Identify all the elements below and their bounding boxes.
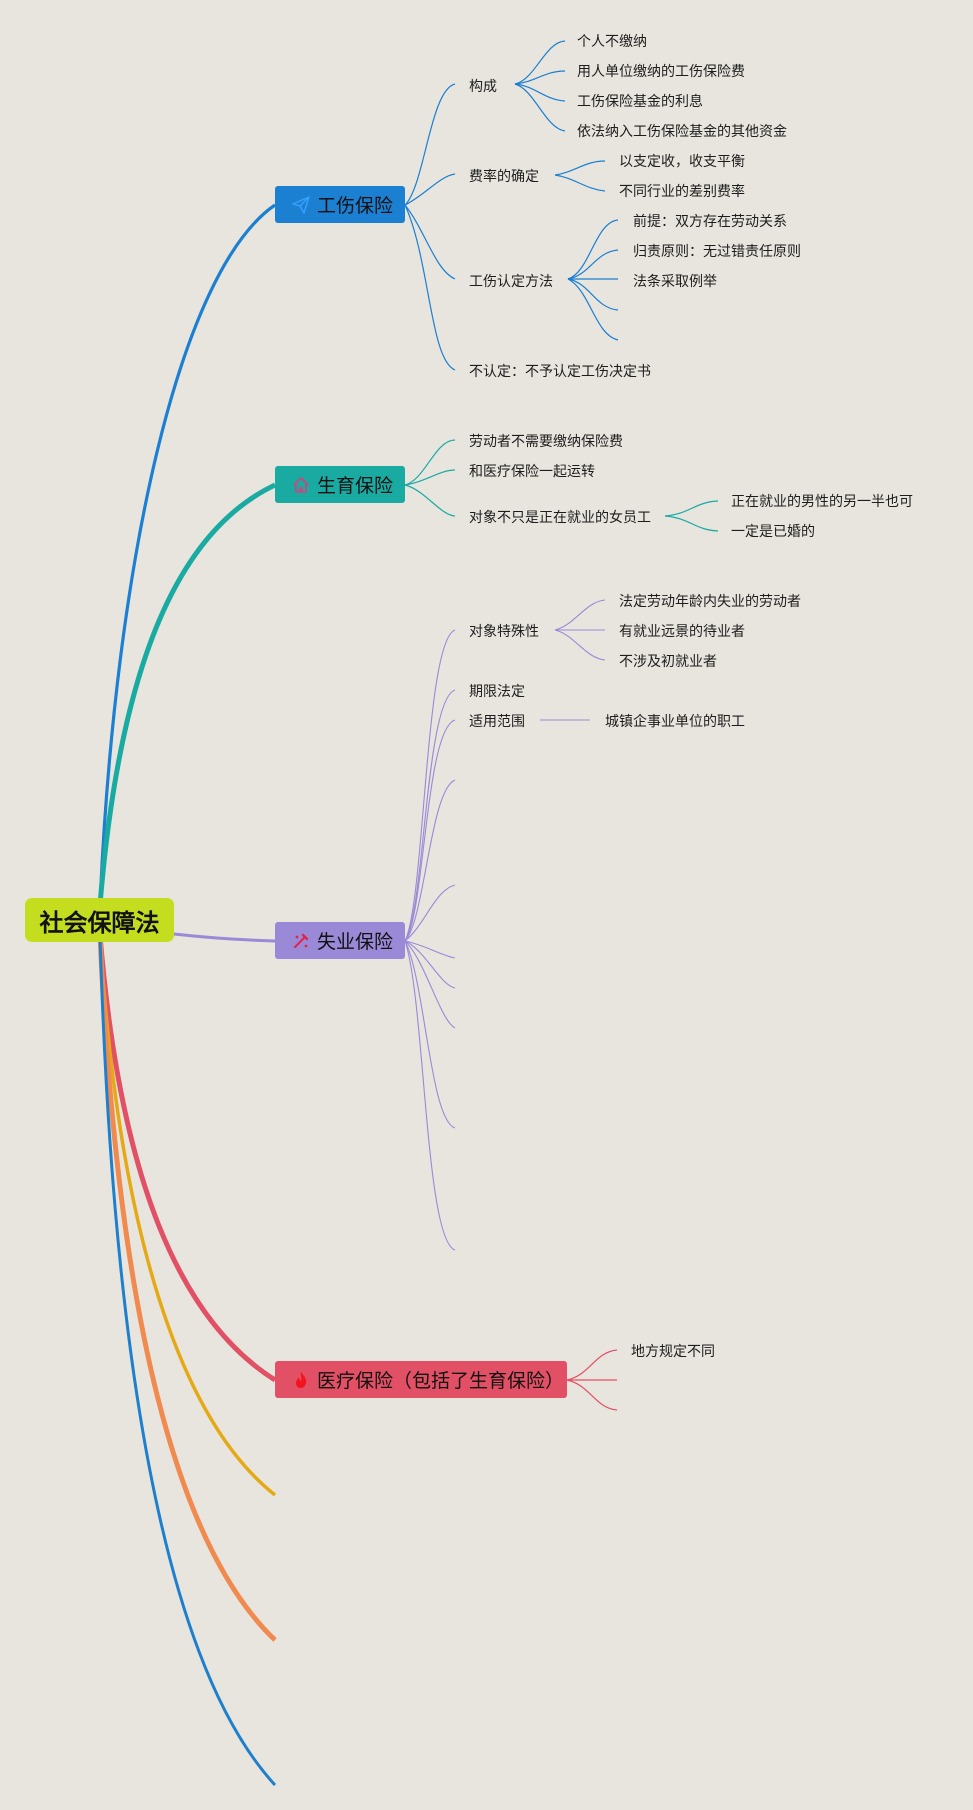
- injury-method[interactable]: 工伤认定方法: [469, 273, 553, 289]
- root-node[interactable]: 社会保障法: [25, 898, 174, 942]
- connector-blue2: [98, 934, 277, 1787]
- injury-composition-item-1[interactable]: 个人不缴纳: [577, 33, 647, 49]
- connector-yellow: [98, 934, 277, 1497]
- maternity-subject[interactable]: 对象不只是正在就业的女员工: [469, 509, 651, 525]
- injury-method-item-2[interactable]: 归责原则：无过错责任原则: [633, 243, 801, 259]
- injury-method-item-1[interactable]: 前提：双方存在劳动关系: [633, 213, 787, 229]
- connector-medical: [97, 934, 277, 1383]
- unemployment-special-item-1[interactable]: 法定劳动年龄内失业的劳动者: [619, 593, 801, 609]
- house-icon: [291, 475, 311, 495]
- medical-subconnectors: [566, 1349, 618, 1411]
- maternity-subject-item-1[interactable]: 正在就业的男性的另一半也可: [731, 493, 913, 509]
- unemployment-scope[interactable]: 适用范围: [469, 713, 525, 729]
- connector-unemployment: [173, 932, 276, 943]
- unemployment-special-item-2[interactable]: 有就业远景的待业者: [619, 623, 745, 639]
- tools-icon: [291, 931, 311, 951]
- branch-unemployment[interactable]: 失业保险: [275, 922, 405, 959]
- unemployment-special[interactable]: 对象特殊性: [469, 623, 539, 639]
- injury-composition-item-4[interactable]: 依法纳入工伤保险基金的其他资金: [577, 123, 787, 139]
- unemployment-special-item-3[interactable]: 不涉及初就业者: [619, 653, 717, 669]
- injury-composition[interactable]: 构成: [469, 78, 497, 94]
- injury-rate-item-1[interactable]: 以支定收，收支平衡: [619, 153, 745, 169]
- unemployment-term[interactable]: 期限法定: [469, 683, 525, 699]
- branch-unemployment-label: 失业保险: [317, 932, 394, 953]
- branch-medical-label: 医疗保险（包括了生育保险）: [317, 1371, 565, 1392]
- injury-subconnectors: [404, 40, 619, 371]
- maternity-item-2[interactable]: 和医疗保险一起运转: [469, 463, 595, 479]
- branch-maternity-label: 生育保险: [317, 476, 394, 497]
- injury-rate-item-2[interactable]: 不同行业的差别费率: [619, 183, 745, 199]
- injury-composition-item-3[interactable]: 工伤保险基金的利息: [577, 93, 703, 109]
- unemployment-scope-item[interactable]: 城镇企事业单位的职工: [605, 713, 745, 729]
- unemployment-subconnectors: [404, 599, 606, 1251]
- maternity-item-1[interactable]: 劳动者不需要缴纳保险费: [469, 433, 623, 449]
- connector-maternity: [97, 482, 277, 906]
- branch-maternity[interactable]: 生育保险: [275, 466, 405, 503]
- branch-injury[interactable]: 工伤保险: [275, 186, 405, 223]
- connector-orange: [97, 934, 277, 1642]
- branch-injury-label: 工伤保险: [317, 196, 394, 217]
- connector-injury: [98, 203, 276, 906]
- medical-item-1[interactable]: 地方规定不同: [631, 1343, 715, 1359]
- flame-icon: [291, 1370, 311, 1390]
- branch-medical[interactable]: 医疗保险（包括了生育保险）: [275, 1361, 567, 1398]
- root-label: 社会保障法: [39, 909, 160, 937]
- paper-plane-icon: [291, 195, 311, 215]
- injury-method-item-3[interactable]: 法条采取例举: [633, 273, 717, 289]
- injury-not-recognized[interactable]: 不认定：不予认定工伤决定书: [469, 363, 651, 379]
- maternity-subconnectors: [404, 439, 719, 532]
- maternity-subject-item-2[interactable]: 一定是已婚的: [731, 523, 815, 539]
- injury-composition-item-2[interactable]: 用人单位缴纳的工伤保险费: [577, 63, 745, 79]
- injury-rate[interactable]: 费率的确定: [469, 168, 539, 184]
